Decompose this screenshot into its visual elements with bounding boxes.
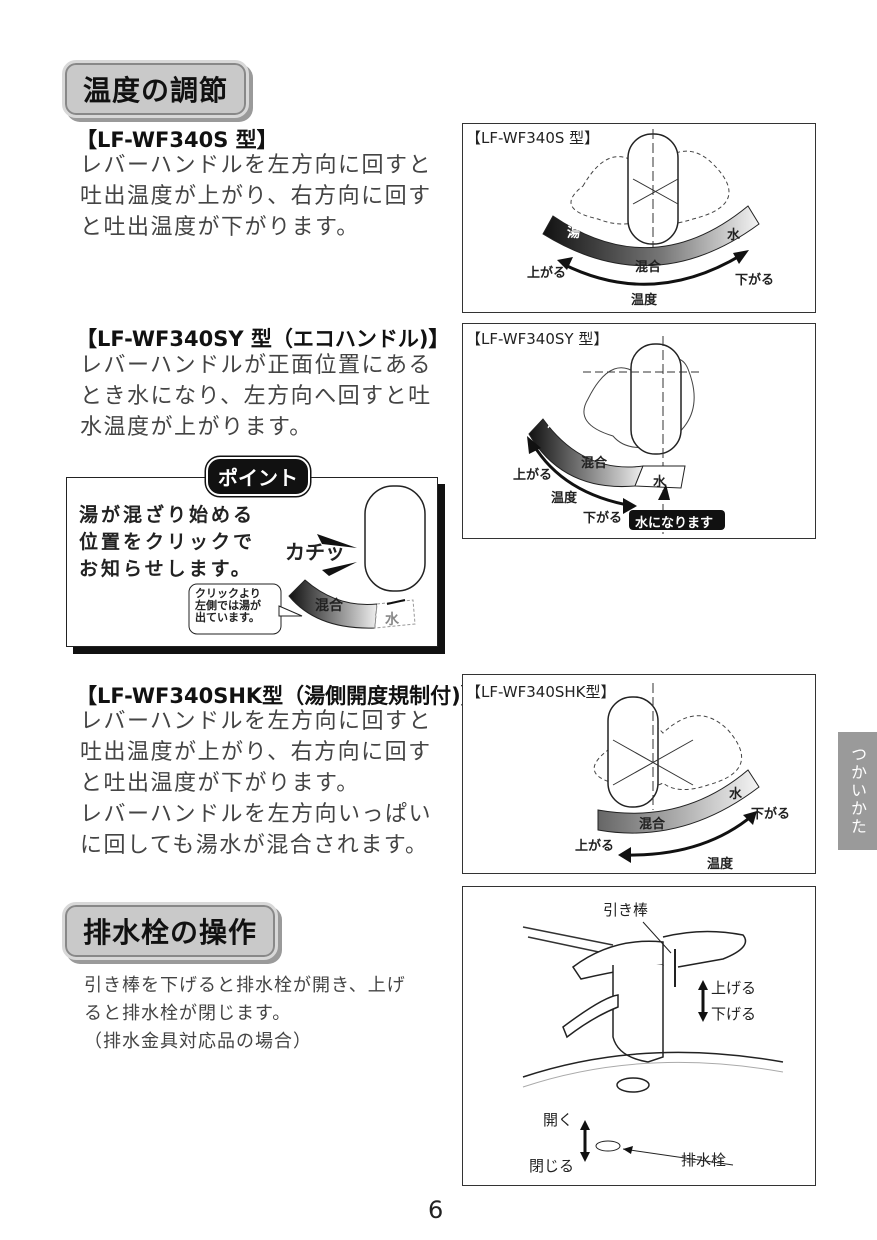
figure-sy-label: 【LF-WF340SY 型】 <box>466 330 609 348</box>
click-sound-label: カチッ <box>285 540 345 564</box>
point-box: 湯が混ざり始める 位置をクリックで お知らせします。 カチッ 混合 水 クリック… <box>66 477 438 647</box>
figure-model-shk: 【LF-WF340SHK型】 混合 水 下がる 上がる 温度 <box>462 674 816 874</box>
pull-rod-label: 引き棒 <box>603 901 649 919</box>
lever-diagram-sy <box>527 336 725 534</box>
text-line: （排水金具対応品の場合） <box>84 1031 312 1052</box>
text-line: 湯が混ざり始める <box>79 504 256 526</box>
mix-label: 混合 <box>581 456 608 471</box>
temperature-heading-text: 温度の調節 <box>83 74 229 107</box>
text-line: 水温度が上がります。 <box>80 415 313 440</box>
drain-plug-label: 排水栓 <box>681 1151 727 1169</box>
figure-model-sy: 【LF-WF340SY 型】 湯 混合 水 上がる 温度 下がる 水になります <box>462 323 816 539</box>
mix-label: 混合 <box>315 598 343 614</box>
figure-drain: 引き棒 上げる 下げる 開く 閉じる 排水栓 <box>462 886 816 1186</box>
section-side-tab: つかいかた <box>838 732 877 850</box>
hot-label: 湯 <box>547 416 561 431</box>
model-shk-title: 【LF-WF340SHK型（湯側開度規制付)】 <box>76 684 482 708</box>
point-badge: ポイント <box>206 457 310 496</box>
temperature-heading: 温度の調節 <box>62 60 250 118</box>
raise-temp-label: 上がる <box>527 266 567 281</box>
drain-description: 引き棒を下げると排水栓が開き、上げ ると排水栓が閉じます。 （排水金具対応品の場… <box>84 972 406 1056</box>
water-note-label: 水になります <box>635 516 714 531</box>
text-line: ると排水栓が閉じます。 <box>84 1003 292 1024</box>
figure-s-label: 【LF-WF340S 型】 <box>466 129 600 147</box>
cold-label: 水 <box>653 475 667 490</box>
model-sy-description: レバーハンドルが正面位置にある とき水になり、左方向へ回すと吐 水温度が上がりま… <box>80 350 432 443</box>
lower-temp-label: 下がる <box>735 273 775 288</box>
figure-model-s: 【LF-WF340S 型】 湯 混合 水 上がる 下がる 温度 <box>462 123 816 313</box>
text-line: とき水になり、左方向へ回すと吐 <box>80 384 432 409</box>
model-s-title: 【LF-WF340S 型】 <box>76 128 278 152</box>
model-sy-title: 【LF-WF340SY 型（エコハンドル)】 <box>76 327 450 351</box>
text-line: に回しても湯水が混合されます。 <box>80 833 429 858</box>
temperature-label: 温度 <box>707 857 734 872</box>
text-line: 引き棒を下げると排水栓が開き、上げ <box>84 975 406 996</box>
cold-label: 水 <box>729 787 743 802</box>
lever-diagram-s <box>542 129 760 286</box>
text-line: レバーハンドルを左方向に回すと <box>80 153 433 178</box>
point-diagram <box>188 485 426 635</box>
text-line: レバーハンドルを左方向いっぱい <box>80 802 433 827</box>
text-line: と吐出温度が下がります。 <box>80 771 360 796</box>
text-line: お知らせします。 <box>79 558 253 580</box>
mix-label: 混合 <box>635 260 662 275</box>
temperature-label: 温度 <box>551 491 578 506</box>
text-line: 左側では湯が <box>195 599 261 612</box>
text-line: レバーハンドルを左方向に回すと <box>80 709 433 734</box>
raise-temp-label: 上がる <box>513 468 553 483</box>
model-s-description: レバーハンドルを左方向に回すと 吐出温度が上がり、右方向に回す と吐出温度が下が… <box>80 150 432 243</box>
text-line: 吐出温度が上がり、右方向に回す <box>80 740 432 765</box>
cold-label: 水 <box>385 612 399 628</box>
lower-temp-label: 下がる <box>583 511 623 526</box>
page-number: 6 <box>428 1196 444 1224</box>
figure-shk-label: 【LF-WF340SHK型】 <box>466 683 616 701</box>
text-line: レバーハンドルが正面位置にある <box>80 353 433 378</box>
speech-bubble: クリックより 左側では湯が 出ています。 <box>195 588 261 624</box>
faucet-diagram <box>522 921 784 1166</box>
text-line: 出ています。 <box>195 611 260 624</box>
raise-label: 上げる <box>711 979 757 997</box>
cold-label: 水 <box>727 228 741 243</box>
drain-heading-text: 排水栓の操作 <box>83 916 258 949</box>
text-line: クリックより <box>195 587 261 600</box>
text-line: 位置をクリックで <box>79 531 256 553</box>
raise-temp-label: 上がる <box>575 839 615 854</box>
point-text: 湯が混ざり始める 位置をクリックで お知らせします。 <box>79 502 255 583</box>
text-line: 吐出温度が上がり、右方向に回す <box>80 184 432 209</box>
drain-heading: 排水栓の操作 <box>62 902 279 960</box>
open-label: 開く <box>543 1111 574 1129</box>
hot-label: 湯 <box>567 226 581 241</box>
model-shk-description: レバーハンドルを左方向に回すと 吐出温度が上がり、右方向に回す と吐出温度が下が… <box>80 706 432 861</box>
lower-temp-label: 下がる <box>751 807 791 822</box>
lever-diagram-shk <box>593 683 760 863</box>
lower-label: 下げる <box>711 1005 757 1023</box>
text-line: と吐出温度が下がります。 <box>80 215 360 240</box>
close-label: 閉じる <box>529 1157 575 1175</box>
mix-label: 混合 <box>639 817 666 832</box>
temperature-label: 温度 <box>631 293 658 308</box>
